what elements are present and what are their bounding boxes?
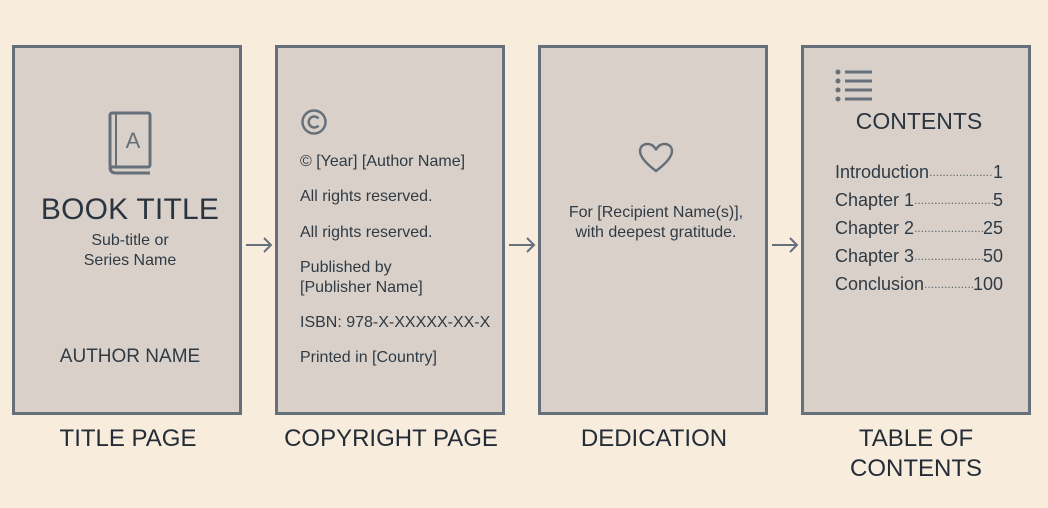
toc-entry-page: 5 bbox=[992, 190, 1003, 210]
author-name: AUTHOR NAME bbox=[59, 346, 201, 367]
dedication-text: For [Recipient Name(s)], with deepest gr… bbox=[568, 204, 744, 241]
table-of-contents-caption: TABLE OF CONTENTS bbox=[850, 425, 982, 482]
toc-leader: ........................................… bbox=[924, 277, 973, 291]
printed-line: Printed in [Country] bbox=[300, 349, 437, 366]
toc-entry-page: 1 bbox=[992, 162, 1003, 182]
toc-entry: Chapter 1 ..............................… bbox=[835, 189, 1003, 211]
toc-entry-page: 25 bbox=[982, 218, 1003, 238]
subtitle: Sub-title or Series Name bbox=[83, 232, 177, 269]
toc-entry-page: 50 bbox=[982, 246, 1003, 266]
toc-leader: ........................................… bbox=[914, 193, 993, 207]
copyright-page-panel: © [Year] [Author Name] All rights reserv… bbox=[275, 45, 505, 415]
rights-line: All rights reserved. bbox=[300, 188, 433, 205]
arrow-right-icon bbox=[772, 237, 799, 253]
toc-leader: ........................................… bbox=[914, 249, 983, 263]
isbn-line: ISBN: 978-X-XXXXX-XX-X bbox=[300, 314, 491, 331]
book-icon: A bbox=[108, 111, 152, 175]
toc-entry: Chapter 3 ..............................… bbox=[835, 245, 1003, 267]
book-title: BOOK TITLE bbox=[40, 193, 220, 226]
table-of-contents-panel: CONTENTS Introduction ..................… bbox=[801, 45, 1031, 415]
title-page-caption: TITLE PAGE bbox=[59, 425, 197, 452]
rights-line: All rights reserved. bbox=[300, 224, 433, 241]
arrow-right-icon bbox=[509, 237, 536, 253]
dedication-panel: For [Recipient Name(s)], with deepest gr… bbox=[538, 45, 768, 415]
toc-entry-page: 100 bbox=[972, 274, 1003, 294]
copyright-icon bbox=[301, 109, 327, 135]
toc-entry: Chapter 2 ..............................… bbox=[835, 217, 1003, 239]
copyright-line: © [Year] [Author Name] bbox=[300, 153, 466, 170]
dedication-caption: DEDICATION bbox=[580, 425, 728, 452]
toc-leader: ........................................… bbox=[914, 221, 983, 235]
toc-entry: Introduction ...........................… bbox=[835, 161, 1003, 183]
toc-entry-name: Introduction bbox=[835, 162, 930, 182]
heart-icon bbox=[638, 142, 674, 173]
toc-leader: ........................................… bbox=[929, 165, 993, 179]
toc-entry: Conclusion .............................… bbox=[835, 273, 1003, 295]
toc-entry-name: Chapter 3 bbox=[835, 246, 915, 266]
toc-entry-name: Chapter 2 bbox=[835, 218, 915, 238]
list-icon bbox=[835, 69, 872, 102]
title-page-panel: A BOOK TITLE Sub-title or Series Name AU… bbox=[12, 45, 242, 415]
copyright-page-caption: COPYRIGHT PAGE bbox=[284, 425, 498, 452]
arrow-right-icon bbox=[246, 237, 273, 253]
contents-heading: CONTENTS bbox=[855, 108, 983, 134]
toc-entry-name: Conclusion bbox=[835, 274, 925, 294]
publisher-line: Published by [Publisher Name] bbox=[300, 259, 423, 296]
svg-text:A: A bbox=[126, 128, 141, 153]
toc-entry-name: Chapter 1 bbox=[835, 190, 915, 210]
